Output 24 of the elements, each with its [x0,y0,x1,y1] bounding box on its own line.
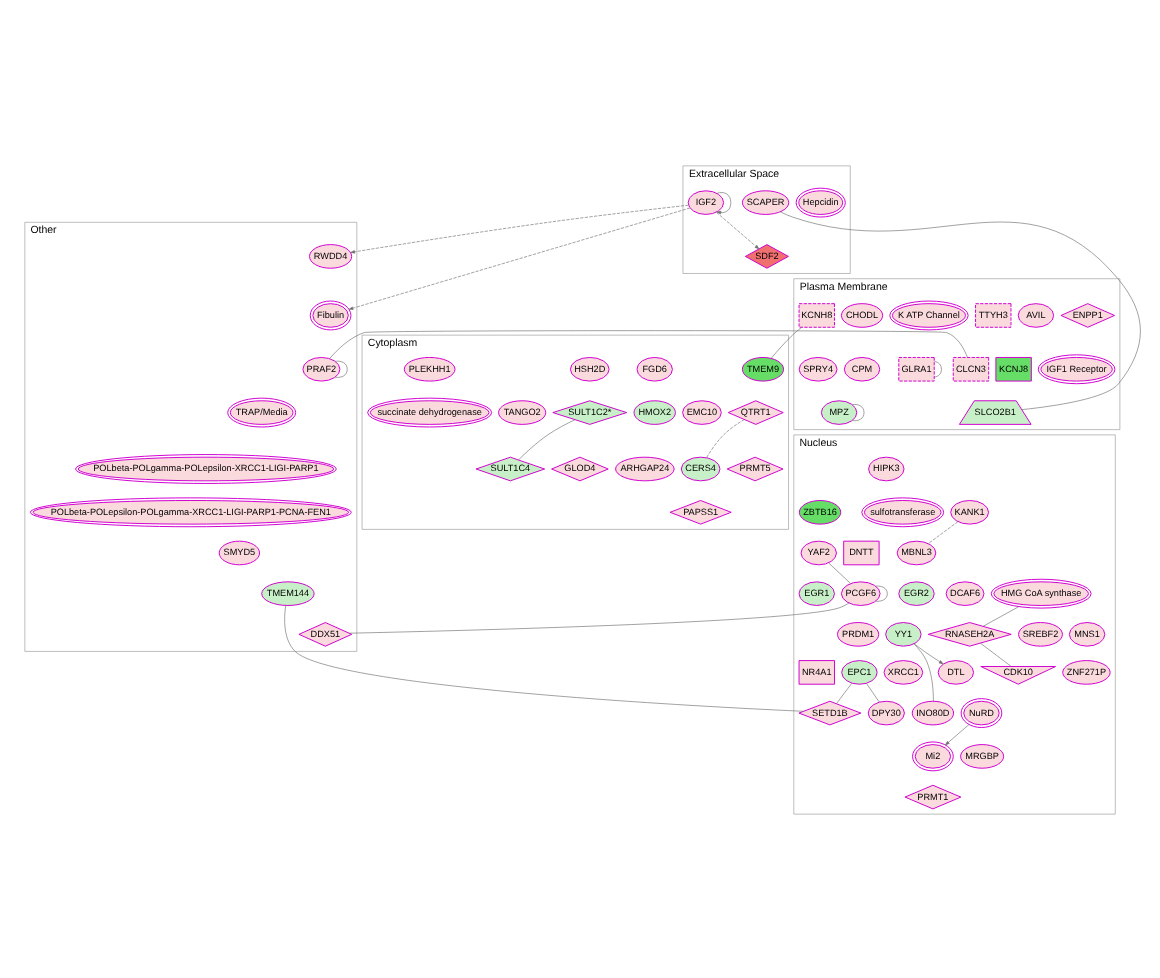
connector [329,329,968,358]
connector [980,641,1012,666]
connector [518,418,576,460]
arrow [945,723,970,745]
connector [334,359,348,377]
connector [982,605,1020,626]
connector [836,681,853,703]
arrow [350,203,689,253]
connector [852,403,865,420]
connector [348,601,850,633]
arrow [348,206,691,309]
arrow [716,191,732,214]
connector [770,326,802,358]
arrow [716,211,760,249]
connector [934,360,942,377]
connector [780,210,1141,409]
connector [706,418,745,457]
connector [913,642,934,701]
connector [866,682,880,702]
connector [828,561,851,583]
connector [875,584,888,601]
connector [928,520,959,543]
connector [284,604,804,711]
arrow [914,642,944,664]
